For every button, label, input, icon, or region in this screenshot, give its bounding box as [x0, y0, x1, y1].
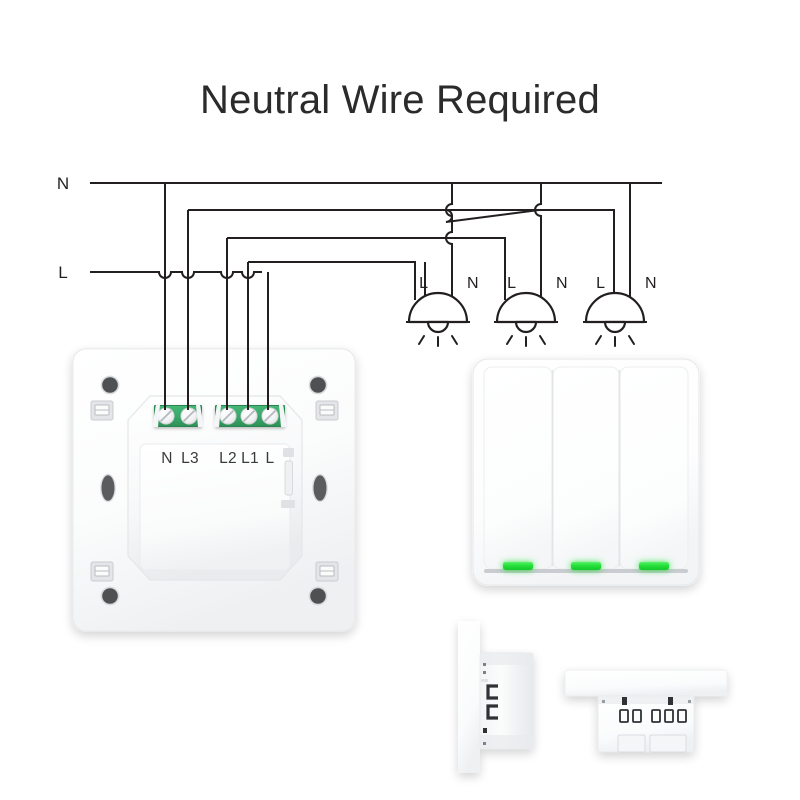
- lamp2-neutral-riser: [534, 183, 542, 300]
- bus-label-live: L: [58, 263, 67, 282]
- switch-bottom-lip: [484, 569, 688, 573]
- terminal-screw[interactable]: [261, 407, 279, 425]
- switch-rocker-dividers: [551, 370, 621, 566]
- lamp1-live-label: L: [419, 275, 428, 292]
- plate-side-tabs: [100, 473, 328, 503]
- terminal-screw[interactable]: [240, 407, 258, 425]
- feed-run-a-ext: [446, 209, 615, 300]
- page-title: Neutral Wire Required: [200, 78, 600, 122]
- terminal-label-n: N: [161, 450, 173, 467]
- feed-run-b-ext: [446, 237, 506, 300]
- terminal-label-l2: L2: [219, 450, 237, 467]
- lamp1-neutral-riser: [445, 183, 453, 300]
- accessory-lower-bays: [617, 734, 687, 753]
- accessory-side-profile: [458, 621, 534, 773]
- accessory-terminal-slots: [619, 709, 687, 723]
- lamp3-neutral-label: N: [645, 275, 657, 292]
- led-indicator-3: [639, 562, 669, 570]
- feed-run-lamp3-live: [248, 261, 416, 300]
- plate-mounting-clips: [90, 400, 339, 582]
- relay-module-body: [127, 395, 303, 581]
- lamp-fixture-3: [583, 291, 647, 347]
- terminal-label-l: L: [266, 450, 275, 467]
- plate-screw-holes: [100, 375, 328, 606]
- lamp2-live-label: L: [507, 275, 516, 292]
- led-indicator-1: [503, 562, 533, 570]
- terminal-label-l1: L1: [241, 450, 259, 467]
- lamp-fixture-1: [406, 291, 470, 347]
- lamp-rays-2: [506, 335, 546, 347]
- lamp-rays-1: [418, 335, 458, 347]
- live-bus-line: [90, 271, 262, 279]
- accessory-rear-view: [564, 669, 728, 753]
- lamp-fixture-2: [494, 291, 558, 347]
- lamp1-neutral-label: N: [467, 275, 479, 292]
- lamp-rays-3: [595, 335, 635, 347]
- led-indicator-2: [571, 562, 601, 570]
- terminal-label-l3: L3: [181, 450, 199, 467]
- terminal-block-posts: [152, 405, 287, 427]
- module-side-slot: [281, 448, 295, 508]
- terminal-screw[interactable]: [219, 407, 237, 425]
- accessory-side-clips: [486, 684, 498, 720]
- switch-led-indicators: [503, 562, 669, 570]
- lamp3-live-label: L: [596, 275, 605, 292]
- terminal-block-left[interactable]: [154, 405, 202, 427]
- lamp2-neutral-label: N: [556, 275, 568, 292]
- bus-label-neutral: N: [57, 174, 69, 193]
